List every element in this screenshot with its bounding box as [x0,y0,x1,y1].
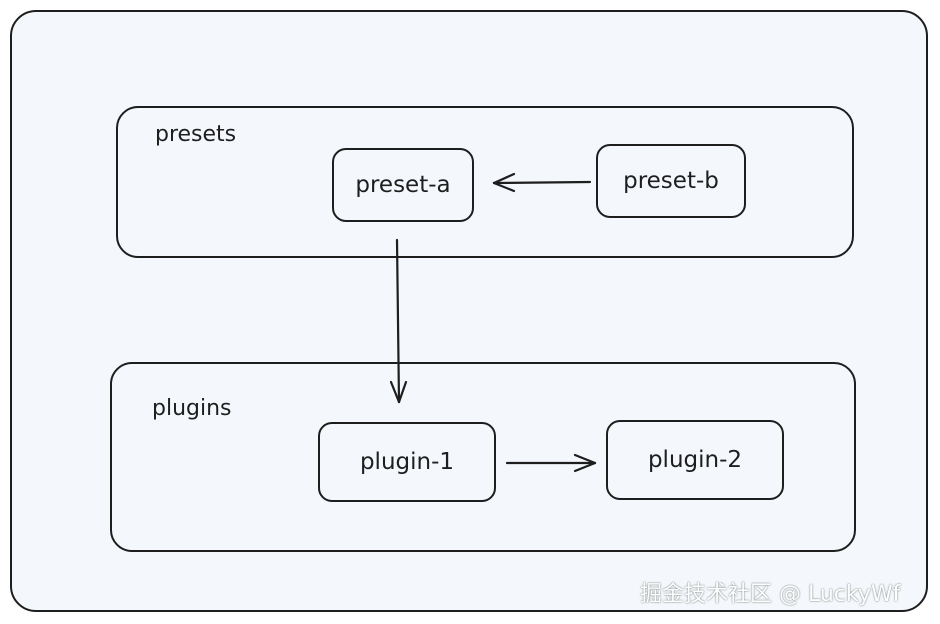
watermark-text: 掘金技术社区 @ LuckyWf [640,582,901,607]
node-preset-a: preset-a [332,148,474,222]
node-label-preset-a: preset-a [355,172,451,198]
node-label-preset-b: preset-b [623,168,719,194]
group-label-presets: presets [155,122,237,147]
node-plugin-1: plugin-1 [318,422,496,502]
node-plugin-2: plugin-2 [606,420,784,500]
group-label-plugins: plugins [152,396,232,421]
node-label-plugin-1: plugin-1 [359,449,455,475]
node-preset-b: preset-b [596,144,746,218]
node-label-plugin-2: plugin-2 [647,447,743,473]
